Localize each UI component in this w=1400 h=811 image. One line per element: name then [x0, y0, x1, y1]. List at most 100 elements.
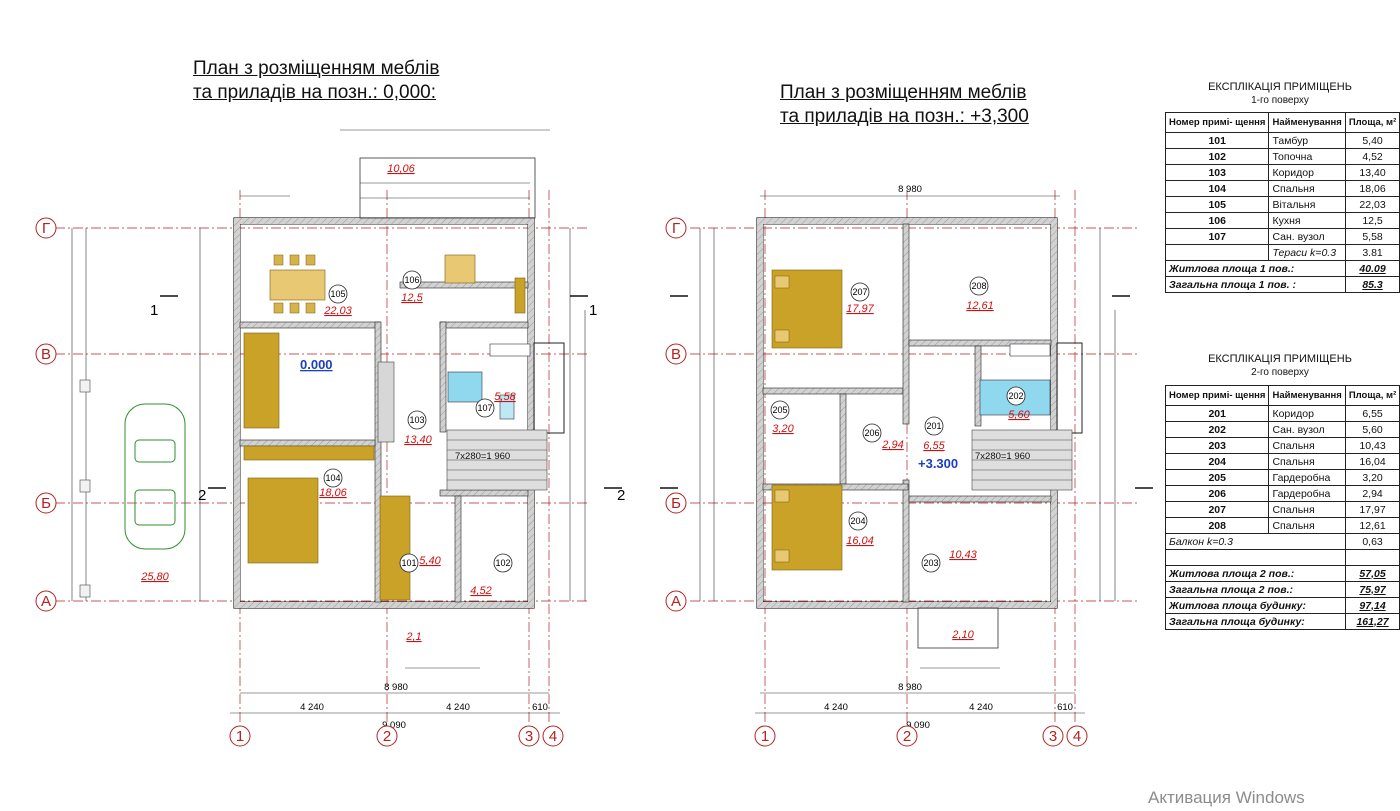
- table2-header-row: Номер примі- щення Найменування Площа, м…: [1164, 385, 1400, 406]
- plan2-room-204: 204 16,04: [846, 511, 874, 547]
- room-name-cell: Коридор: [1268, 405, 1346, 422]
- room-area-cell: 10,43: [1344, 437, 1400, 454]
- room-area-cell: 22,03: [1344, 196, 1400, 213]
- table2-header-num: Номер примі- щення: [1164, 385, 1270, 406]
- axis-number-bubble: 3: [1042, 725, 1064, 747]
- axis-letter-bubble: Б: [665, 492, 687, 514]
- room-area: 6,55: [923, 440, 945, 452]
- plan2-room-208: 208 12,61: [966, 276, 994, 312]
- room-name-cell: Гардеробна: [1268, 469, 1346, 486]
- total-area-cell: 40.09: [1344, 260, 1400, 277]
- plan2-title-line1: План з розміщенням меблів: [780, 82, 1027, 103]
- room-area-cell: 4,52: [1344, 148, 1400, 165]
- room-area: 5,60: [1008, 409, 1030, 421]
- plan1-total-width: 9 090: [382, 720, 406, 731]
- axis-letter-bubble-label: Г: [42, 220, 50, 237]
- table1: Номер примі- щення Найменування Площа, м…: [1164, 112, 1400, 293]
- axis-number-bubble-label: 1: [236, 728, 244, 745]
- table2-total-row: Загальна площа будинку:161,27: [1165, 613, 1400, 630]
- plan1-room-106: 106 12,5: [401, 270, 424, 304]
- plan2-seg-1: 4 240: [824, 702, 848, 713]
- room-number-cell: 208: [1164, 517, 1270, 534]
- plan2-stairs-label: 7x280=1 960: [975, 451, 1030, 462]
- plan2-room-207: 207 17,97: [846, 282, 875, 315]
- room-name-cell: Вітальня: [1268, 196, 1346, 213]
- table1-header-area: Площа, м²: [1344, 112, 1400, 133]
- plan2-room-202: 202 5,60: [1006, 386, 1031, 421]
- axis-letter-bubble: Г: [665, 217, 687, 239]
- table2-subtitle: 2-го поверху: [1251, 367, 1309, 378]
- room-area: 17,97: [846, 303, 874, 315]
- plan2-room-203: 203 10,43: [921, 549, 978, 573]
- table2-total-row: Загальна площа 2 пов.:75,97: [1165, 581, 1400, 598]
- room-name-cell: Спальня: [1268, 517, 1346, 534]
- room-number-cell: 206: [1164, 485, 1270, 502]
- room-name-cell: Коридор: [1268, 164, 1346, 181]
- axis-letter-bubble: В: [665, 343, 687, 365]
- total-area-cell: 85.3: [1344, 276, 1400, 293]
- axis-letter-bubble-label: В: [671, 346, 681, 363]
- room-number-cell: 207: [1164, 501, 1270, 518]
- table2-total-row: Житлова площа 2 пов.:57,05: [1165, 565, 1400, 582]
- plan1-inner-width: 8 980: [384, 682, 408, 693]
- room-area-cell: 17,97: [1344, 501, 1400, 518]
- plan2-title-line2: та приладів на позн.: +3,300: [780, 106, 1029, 127]
- table1-header-num: Номер примі- щення: [1164, 112, 1270, 133]
- room-number-cell: 203: [1164, 437, 1270, 454]
- axis-number-bubble-label: 2: [903, 728, 911, 745]
- plan2-total-width: 9 090: [906, 720, 930, 731]
- table1-title-text: ЕКСПЛІКАЦІЯ ПРИМІЩЕНЬ: [1208, 81, 1352, 93]
- axis-letter-bubble: Г: [35, 217, 57, 239]
- plan1-level-mark: 0.000: [300, 357, 333, 372]
- total-label-cell: Загальна площа будинку:: [1165, 613, 1346, 630]
- total-area-cell: 97,14: [1344, 597, 1400, 614]
- room-number-cell: 201: [1164, 405, 1270, 422]
- room-number: 102: [495, 558, 510, 568]
- room-number-cell: [1164, 244, 1270, 261]
- room-area: 2,94: [881, 439, 903, 451]
- plan2-room-206: 206 2,94: [862, 423, 904, 451]
- axis-number-bubble: 4: [1066, 725, 1088, 747]
- room-number: 203: [923, 558, 938, 568]
- axis-letter-bubble: А: [665, 590, 687, 612]
- plan2-seg-3: 610: [1057, 702, 1073, 713]
- axis-number-bubble: 4: [542, 725, 564, 747]
- total-label-cell: Загальна площа 2 пов.:: [1165, 581, 1346, 598]
- room-number: 106: [404, 275, 419, 285]
- room-number: 201: [926, 421, 941, 431]
- room-area-cell: 3,20: [1344, 469, 1400, 486]
- plan2-level-mark: +3.300: [918, 456, 958, 471]
- plan1-title: План з розміщенням меблів та приладів на…: [193, 57, 439, 105]
- empty-cell: [1344, 549, 1400, 566]
- plan1-seg-3: 610: [532, 702, 548, 713]
- plan1-room-107: 107 5,58: [475, 391, 517, 418]
- room-number-cell: 107: [1164, 228, 1270, 245]
- section-2-right: 2: [617, 487, 625, 504]
- room-number-cell: 104: [1164, 180, 1270, 197]
- plan2-top-width: 8 980: [898, 184, 922, 195]
- car-icon: [124, 403, 186, 550]
- room-name-cell: Спальня: [1268, 180, 1346, 197]
- axis-number-bubble: 1: [754, 725, 776, 747]
- room-number: 104: [325, 473, 340, 483]
- total-area-cell: 161,27: [1344, 613, 1400, 630]
- room-area-cell: 2,94: [1344, 485, 1400, 502]
- table2-spacer-row: [1165, 549, 1400, 566]
- plan2-room-205: 205 3,20: [770, 400, 795, 435]
- plan1-room-101: 101 5,40: [399, 553, 442, 573]
- room-number-cell: 106: [1164, 212, 1270, 229]
